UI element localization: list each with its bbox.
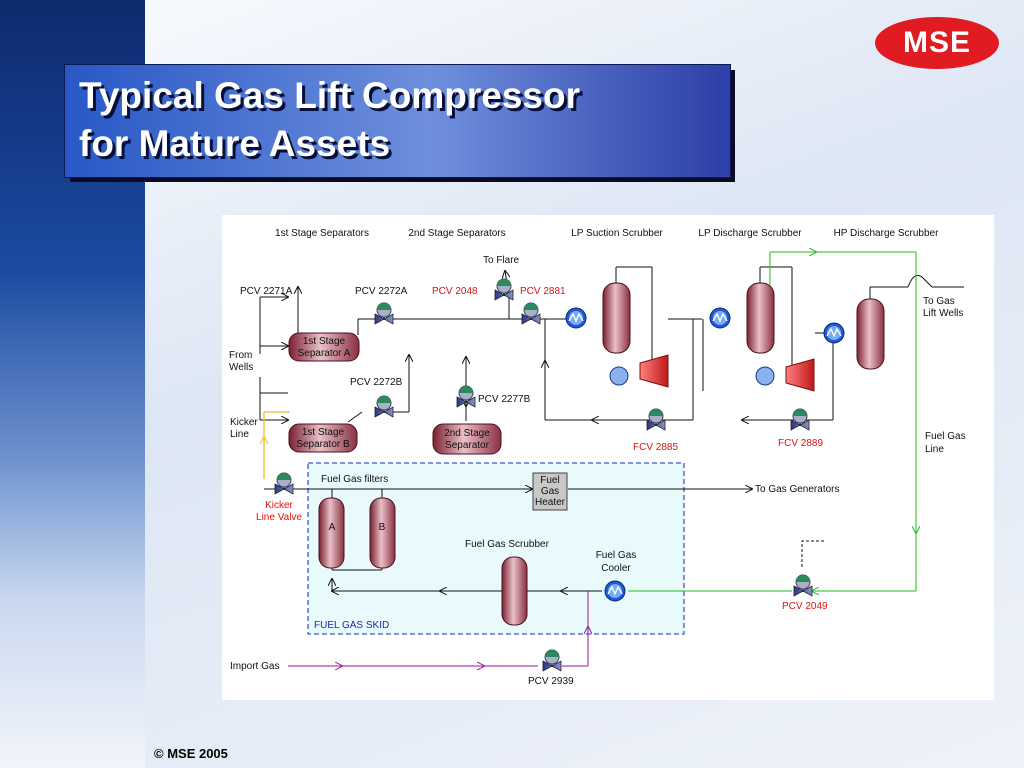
process-diagram-panel: 1st Stage Separators 2nd Stage Separator… (222, 215, 994, 700)
label-pcv-2049: PCV 2049 (782, 601, 828, 612)
fcv-2889-valve-icon (790, 408, 810, 431)
label-pcv-2048: PCV 2048 (432, 286, 478, 297)
label-to-flare: To Flare (483, 255, 520, 266)
fuel-gas-heater (532, 472, 568, 511)
label-fuel-gas-skid: FUEL GAS SKID (314, 620, 389, 631)
label-fuel-gas-filters: Fuel Gas filters (321, 474, 388, 485)
label-cooler-1: Fuel Gas (596, 550, 637, 561)
process-flow-diagram: 1st Stage Separators 2nd Stage Separator… (229, 228, 966, 687)
mse-logo: MSE (875, 17, 999, 69)
slide-title-line-2: for Mature Assets (79, 123, 391, 164)
label-kicker-line-2: Line (230, 429, 249, 440)
label-fuel-gas-scrubber: Fuel Gas Scrubber (465, 539, 550, 550)
filter-b-label: B (379, 522, 386, 533)
fuel-gas-scrubber (501, 556, 528, 626)
footer-copyright: © MSE 2005 (154, 746, 228, 761)
2nd-stage-separator: 2nd Stage Separator (432, 423, 502, 455)
label-kicker-valve-2: Line Valve (256, 512, 302, 523)
label-to-gas-generators: To Gas Generators (755, 484, 839, 495)
header-hp-discharge-scrubber: HP Discharge Scrubber (834, 228, 940, 239)
fuel-gas-filter-a (318, 497, 345, 569)
pcv-2881-valve-icon (521, 302, 541, 325)
label-pcv-2277b: PCV 2277B (478, 394, 531, 405)
header-lp-suction-scrubber: LP Suction Scrubber (571, 228, 663, 239)
label-fcv-2885: FCV 2885 (633, 442, 678, 453)
fcv-2885-valve-icon (646, 408, 666, 431)
pcv-2048-valve-icon (494, 278, 514, 301)
pcv-2272a-valve-icon (374, 302, 394, 325)
label-import-gas: Import Gas (230, 661, 279, 672)
lp-compressor (639, 354, 669, 388)
label-pcv-2271a: PCV 2271A (240, 286, 293, 297)
header-lp-discharge-scrubber: LP Discharge Scrubber (698, 228, 802, 239)
heater-label-2: Gas (541, 486, 559, 497)
1st-stage-separator-a: 1st Stage Separator A (288, 332, 360, 362)
sep2-label-2: Separator (445, 440, 490, 451)
label-pcv-2881: PCV 2881 (520, 286, 566, 297)
label-kicker-line-1: Kicker (230, 417, 258, 428)
label-fuel-gas-line-2: Line (925, 444, 944, 455)
1st-stage-separator-b: 1st Stage Separator B (288, 423, 358, 453)
lp-discharge-cooler-icon (709, 307, 731, 329)
fuel-gas-filter-b (369, 497, 396, 569)
pcv-2049-valve-icon (793, 574, 813, 597)
header-1st-stage-separators: 1st Stage Separators (275, 228, 369, 239)
label-from-wells-2: Wells (229, 362, 253, 373)
lp-discharge-scrubber (746, 282, 775, 354)
heater-label-1: Fuel (540, 475, 559, 486)
filter-a-label: A (329, 522, 336, 533)
fuel-gas-cooler-icon (604, 580, 626, 602)
hp-compressor (785, 358, 815, 392)
sep-b-label-2: Separator B (296, 439, 350, 450)
label-pcv-2272b: PCV 2272B (350, 377, 403, 388)
hp-discharge-cooler-icon (823, 322, 845, 344)
lp-suction-scrubber (602, 282, 631, 354)
sep-a-label-2: Separator A (298, 348, 351, 359)
sep-a-label-1: 1st Stage (303, 336, 346, 347)
label-fuel-gas-line-1: Fuel Gas (925, 431, 966, 442)
sep-b-label-1: 1st Stage (302, 427, 345, 438)
label-kicker-valve-1: Kicker (265, 500, 293, 511)
slide-title-line-1: Typical Gas Lift Compressor (79, 75, 580, 116)
label-to-gas-lift-1: To Gas (923, 296, 955, 307)
label-pcv-2272a: PCV 2272A (355, 286, 408, 297)
kicker-line-valve-icon (274, 472, 294, 495)
lp-compressor-driver (609, 366, 629, 386)
heater-label-3: Heater (535, 497, 566, 508)
hp-discharge-scrubber (856, 298, 885, 370)
pcv-2272b-valve-icon (374, 395, 394, 418)
hp-compressor-driver (755, 366, 775, 386)
label-cooler-2: Cooler (601, 563, 631, 574)
label-pcv-2939: PCV 2939 (528, 676, 574, 687)
lp-suction-cooler-icon (565, 307, 587, 329)
label-from-wells-1: From (229, 350, 252, 361)
title-box: Typical Gas Lift Compressor for Mature A… (64, 64, 731, 178)
pcv-2939-valve-icon (542, 649, 562, 672)
sep2-label-1: 2nd Stage (444, 428, 490, 439)
label-fcv-2889: FCV 2889 (778, 438, 823, 449)
label-to-gas-lift-2: Lift Wells (923, 308, 963, 319)
header-2nd-stage-separators: 2nd Stage Separators (408, 228, 505, 239)
